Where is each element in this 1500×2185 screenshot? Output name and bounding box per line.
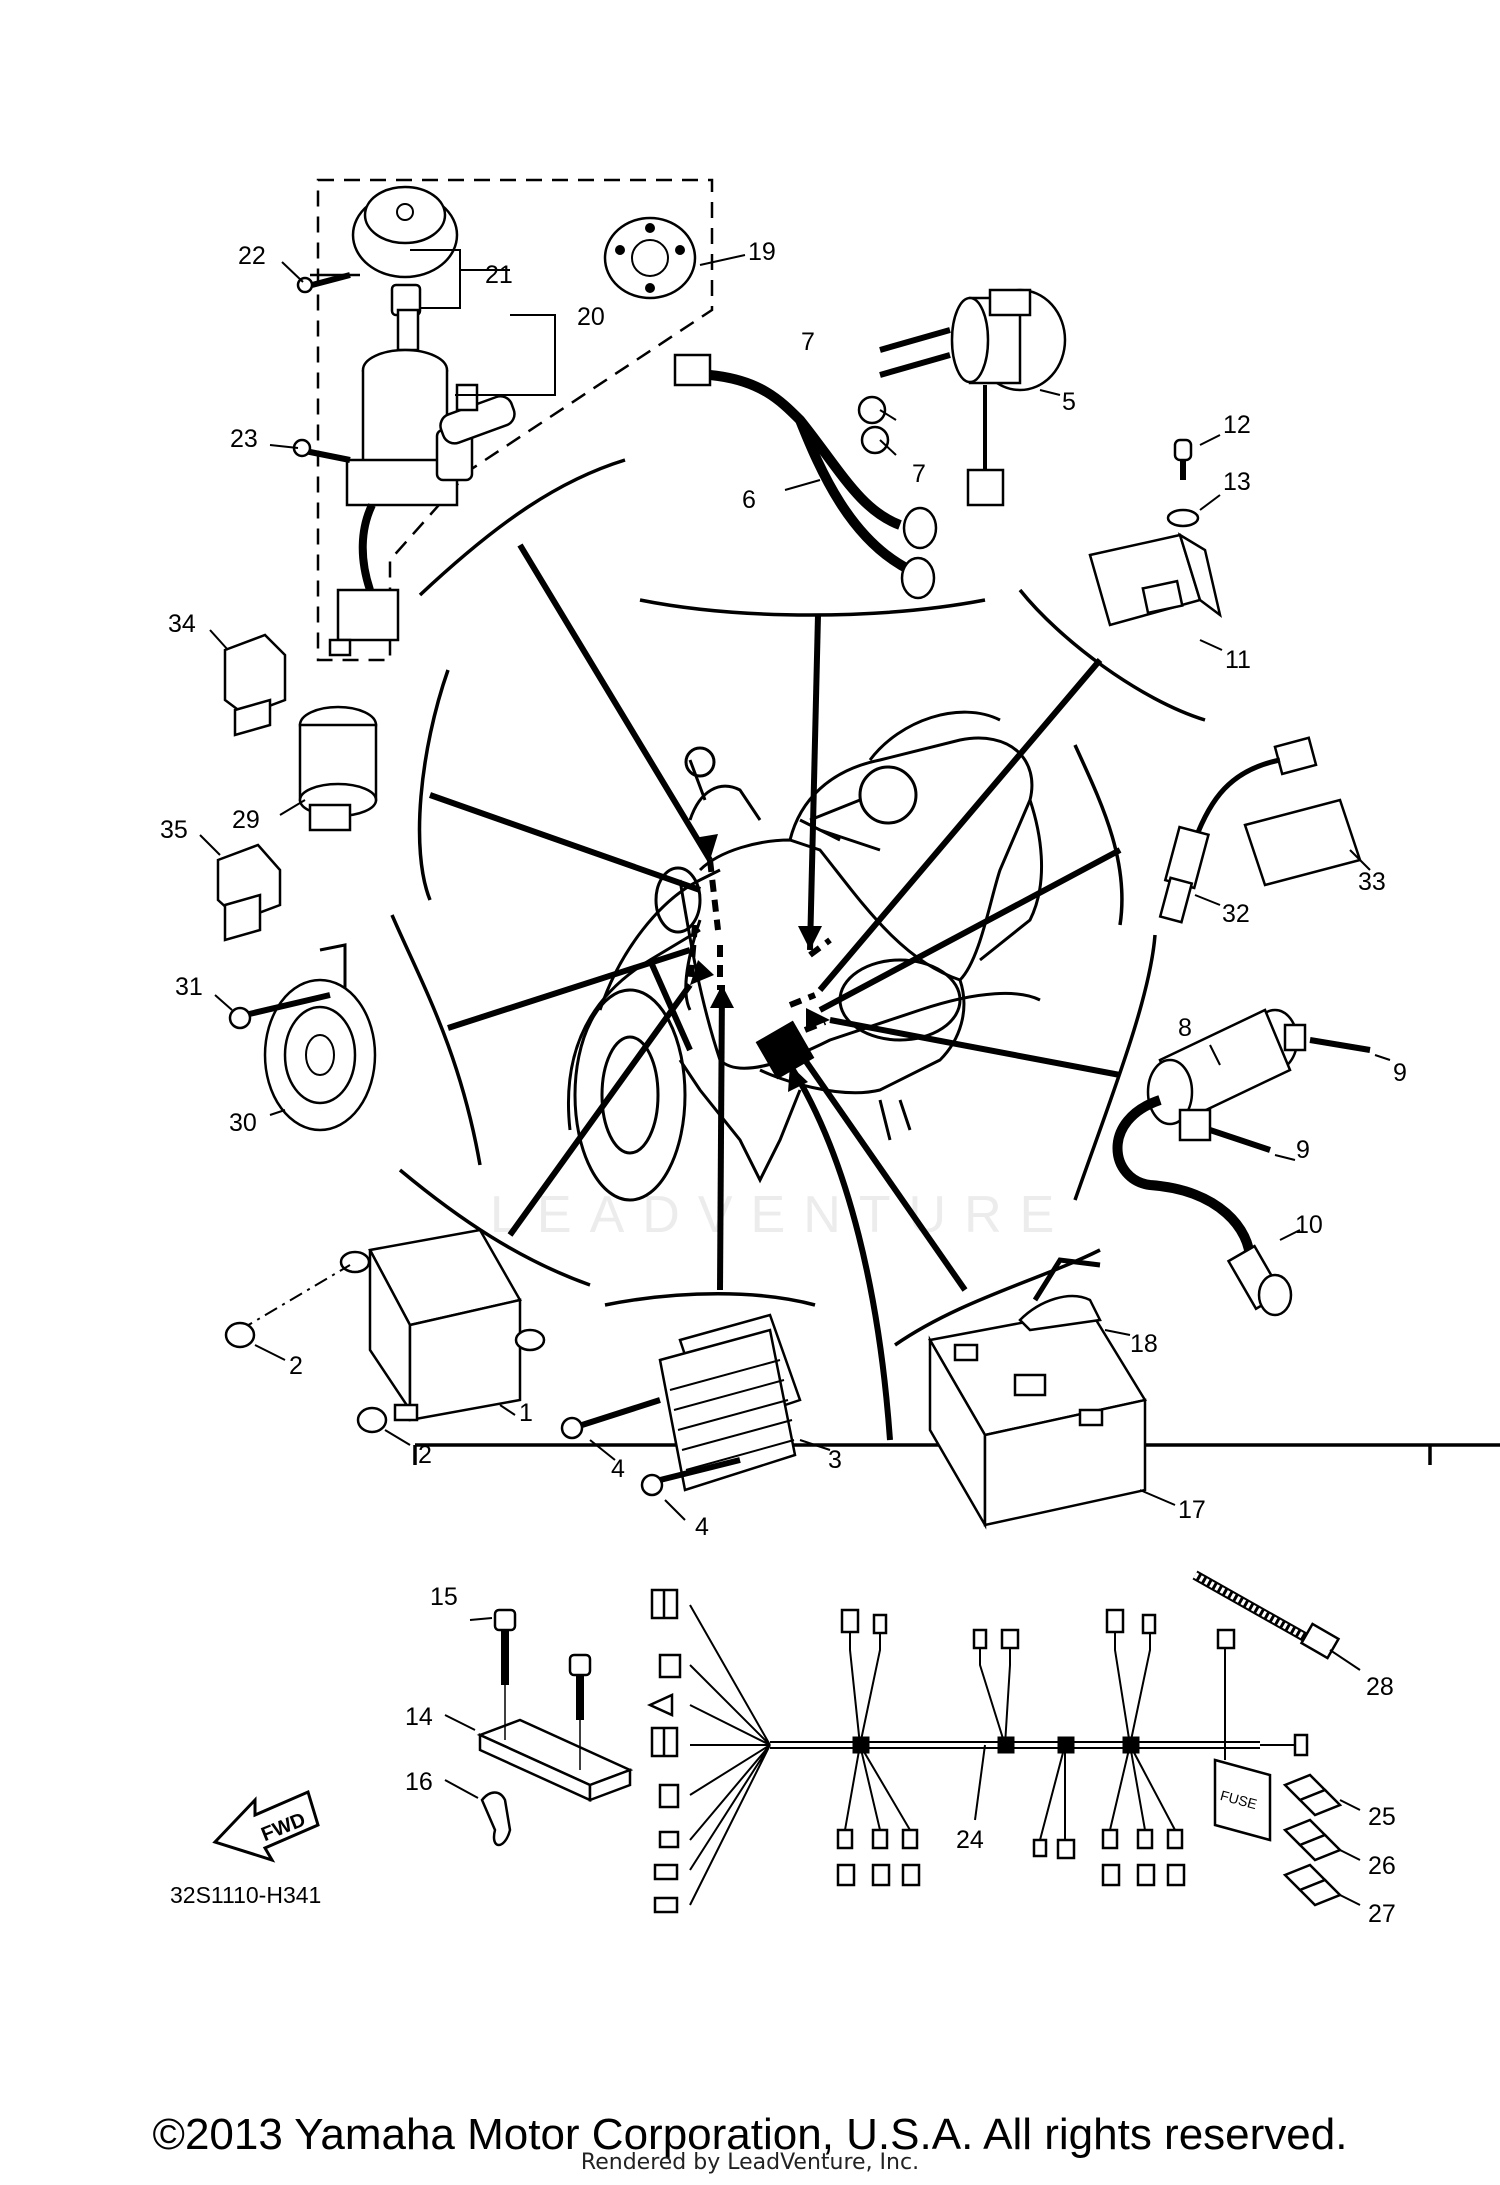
callout-28: 28 <box>1366 1673 1394 1701</box>
callout-30: 30 <box>229 1109 257 1137</box>
callout-22: 22 <box>238 242 266 270</box>
horn-group <box>214 943 377 1132</box>
callout-31: 31 <box>175 973 203 1001</box>
wire-harness-group <box>646 1570 1361 1914</box>
callout-17: 17 <box>1178 1496 1206 1524</box>
callout-15: 15 <box>430 1583 458 1611</box>
main-switch-group <box>269 178 746 662</box>
callout-13: 13 <box>1223 468 1251 496</box>
callout-9b: 9 <box>1296 1136 1310 1164</box>
cdi-group <box>1088 434 1223 651</box>
battery-group <box>928 1257 1176 1530</box>
callout-7: 7 <box>801 328 815 356</box>
callout-20: 20 <box>577 303 605 331</box>
rectifier-group <box>560 1313 831 1521</box>
callout-25: 25 <box>1368 1803 1396 1831</box>
callout-3: 3 <box>828 1446 842 1474</box>
zone-leaders <box>429 543 1122 1441</box>
ecu-group <box>224 1228 546 1446</box>
zone-arrows <box>690 834 830 1092</box>
callout-14: 14 <box>405 1703 433 1731</box>
callout-29: 29 <box>232 806 260 834</box>
callout-6: 6 <box>742 486 756 514</box>
fwd-arrow: FWD <box>212 1789 320 1863</box>
callout-27: 27 <box>1368 1900 1396 1928</box>
relay-wire-group <box>673 288 1067 600</box>
callout-11: 11 <box>1225 646 1251 674</box>
callout-4: 4 <box>611 1455 625 1483</box>
callout-8: 8 <box>1178 1014 1192 1042</box>
callout-2: 2 <box>289 1352 303 1380</box>
callout-12: 12 <box>1223 411 1251 439</box>
rendered-by-notice: Rendered by LeadVenture, Inc. <box>580 2150 920 2175</box>
copyright-notice: ©2013 Yamaha Motor Corporation, U.S.A. A… <box>152 2110 1348 2159</box>
callout-35: 35 <box>160 816 188 844</box>
callout-21: 21 <box>485 261 513 289</box>
callout-33: 33 <box>1358 868 1386 896</box>
callout-24: 24 <box>956 1826 984 1854</box>
drawing-code: 32S1110-H341 <box>170 1882 322 1908</box>
callout-34: 34 <box>168 610 196 638</box>
callout-9: 9 <box>1393 1059 1407 1087</box>
watermark: LEADVENTURE <box>490 1186 1072 1244</box>
callouts: 1 2 2 3 4 4 5 6 7 7 8 9 9 10 11 12 13 14… <box>160 238 1407 1928</box>
ignition-coil-group <box>1112 1008 1391 1317</box>
callout-19: 19 <box>748 238 776 266</box>
sensor-group <box>1158 736 1371 924</box>
callout-2b: 2 <box>418 1441 432 1469</box>
callout-26: 26 <box>1368 1852 1396 1880</box>
callout-16: 16 <box>405 1768 433 1796</box>
bracket-group <box>444 1608 634 1847</box>
scooter-illustration <box>567 710 1044 1202</box>
callout-10: 10 <box>1295 1211 1323 1239</box>
callout-32: 32 <box>1222 900 1250 928</box>
callout-5: 5 <box>1062 388 1076 416</box>
callout-1: 1 <box>519 1399 533 1427</box>
relays-group <box>199 629 378 942</box>
callout-18: 18 <box>1130 1330 1158 1358</box>
callout-4b: 4 <box>695 1513 709 1541</box>
callout-23: 23 <box>230 425 258 453</box>
callout-7b: 7 <box>912 460 926 488</box>
